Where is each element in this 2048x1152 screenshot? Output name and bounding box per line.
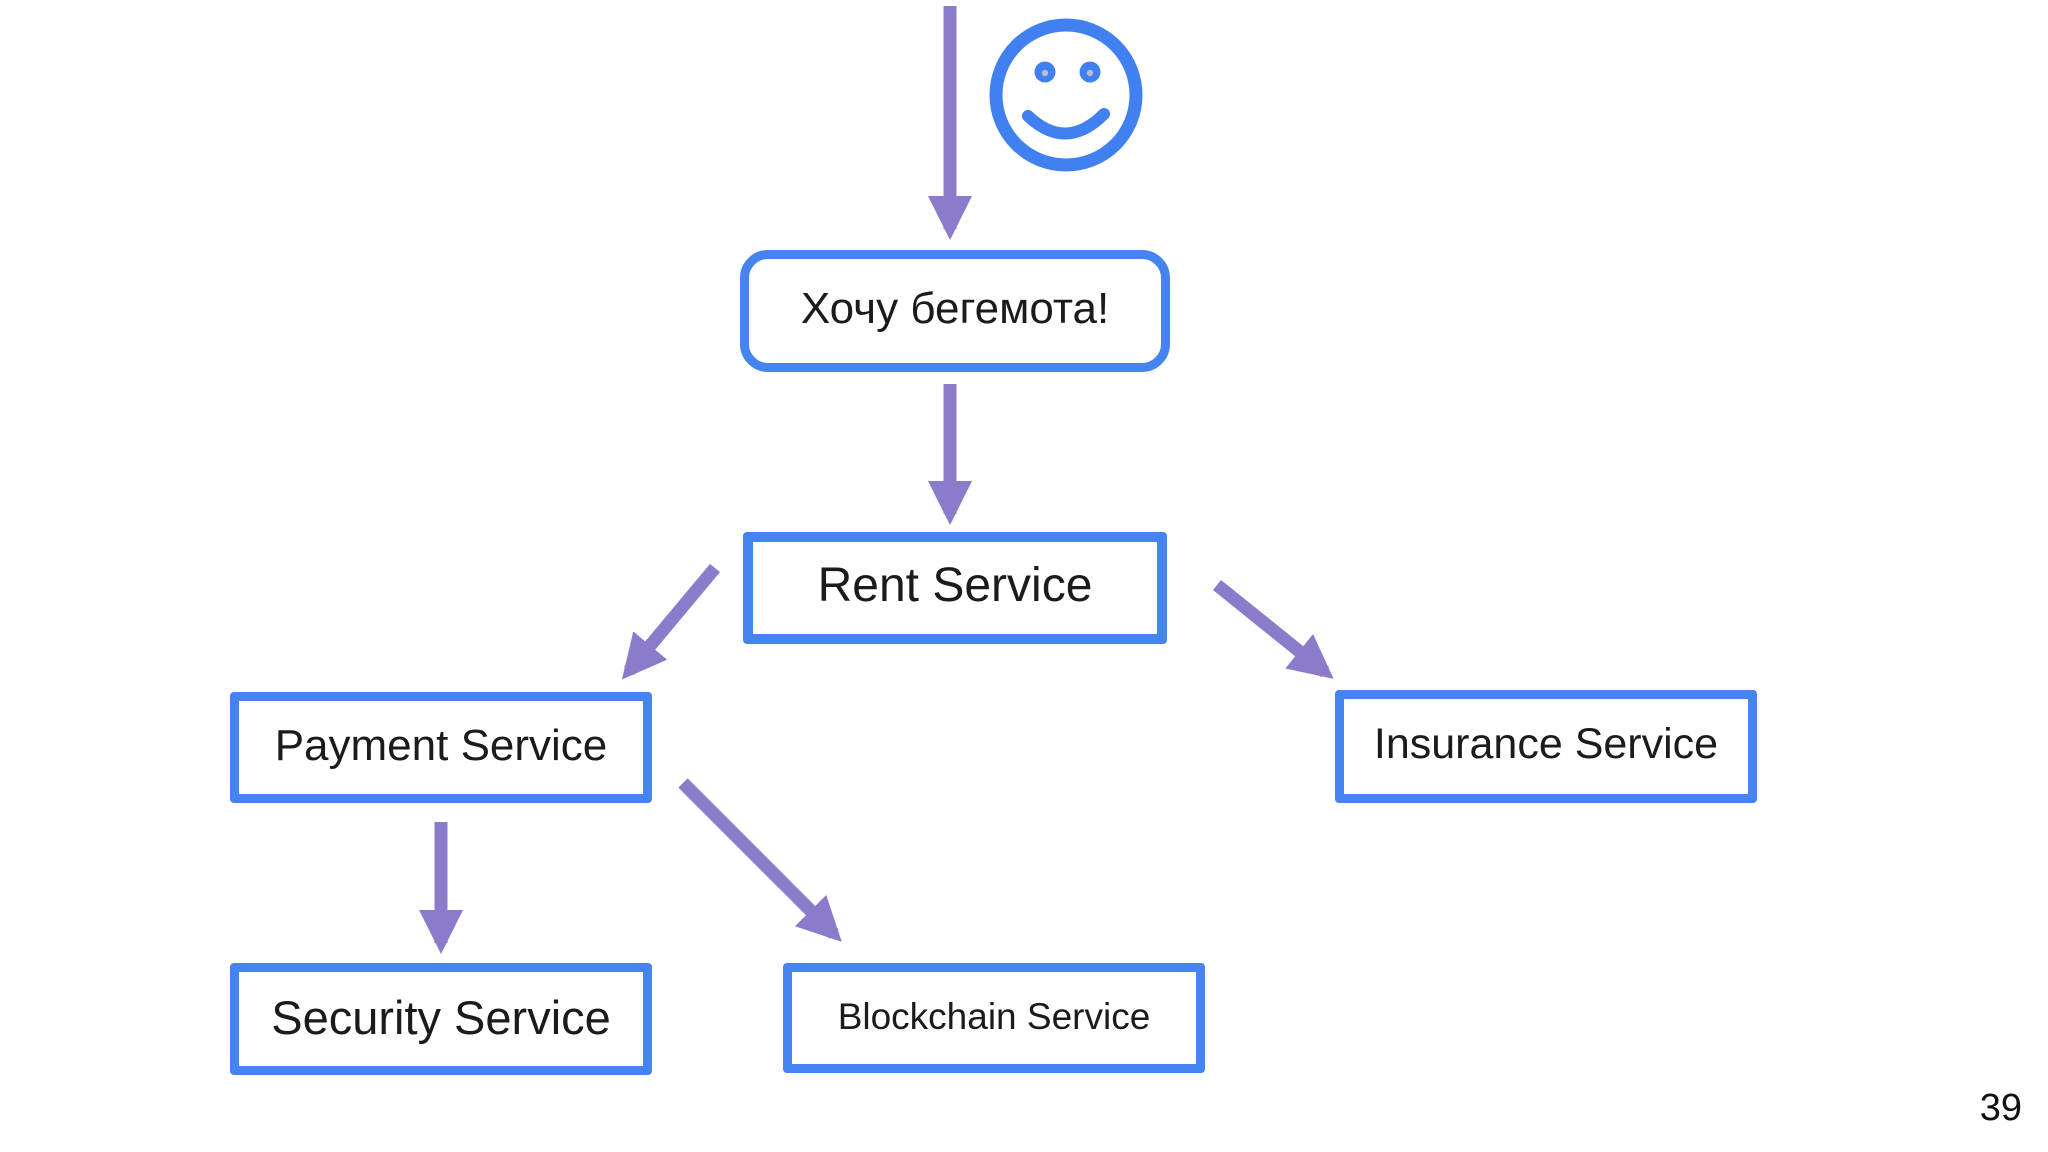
node-rent-service: Rent Service (743, 532, 1167, 644)
node-blockchain-service: Blockchain Service (783, 963, 1205, 1073)
node-security-service: Security Service (230, 963, 652, 1075)
node-payment-service-label: Payment Service (274, 720, 608, 770)
node-request: Хочу бегемота! (740, 250, 1170, 372)
node-rent-service-label: Rent Service (817, 559, 1093, 612)
arrow-payment-to-blockchain (678, 778, 842, 942)
node-request-label: Хочу бегемота! (800, 284, 1110, 333)
arrow-rent-to-payment (621, 563, 720, 680)
node-security-service-label: Security Service (271, 990, 611, 1044)
arrow-rent-to-insurance (1212, 579, 1334, 679)
smiley-face-icon (989, 18, 1143, 172)
page-number: 39 (1979, 1087, 2022, 1129)
node-payment-service: Payment Service (230, 692, 652, 803)
node-blockchain-service-label: Blockchain Service (837, 995, 1151, 1037)
node-insurance-service: Insurance Service (1335, 690, 1757, 803)
node-insurance-service-label: Insurance Service (1373, 720, 1719, 768)
